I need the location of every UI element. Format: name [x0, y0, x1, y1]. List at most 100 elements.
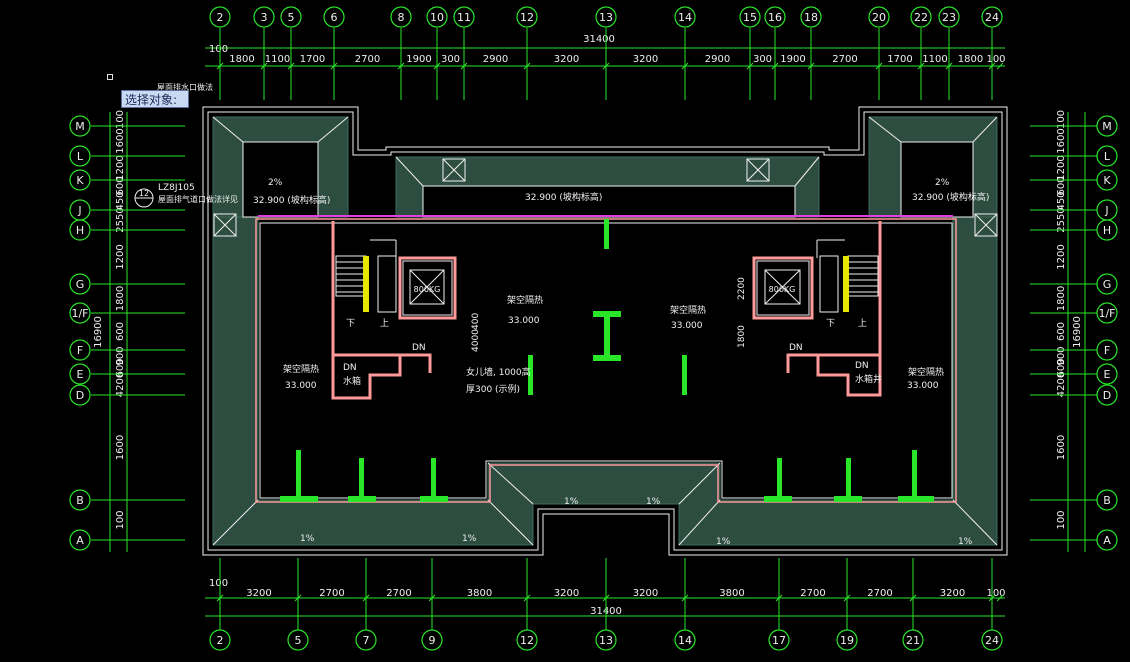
axis-right-B-bubble [1096, 489, 1118, 511]
right-dim-11: 4200 [1056, 372, 1067, 397]
top-dim-0: 1800 [229, 54, 254, 65]
stair-right-up: 上 [858, 318, 867, 329]
top-dim-5: 300 [441, 54, 460, 65]
pipe-left-label: DN [343, 363, 357, 373]
axis-left-L: L [77, 150, 84, 163]
axis-top-20-bubble [868, 6, 890, 28]
top-dim-1: 1100 [265, 54, 290, 65]
top-note: 屋面排水口做法 [157, 82, 213, 92]
left-dim-3: 600 [115, 176, 126, 195]
axis-top-5: 5 [288, 11, 295, 24]
axis-top-8-bubble [390, 6, 412, 28]
axis-top-2: 2 [217, 11, 224, 24]
bottom-dim-6: 3800 [719, 588, 744, 599]
top-dim-2: 1700 [300, 54, 325, 65]
axis-top-22-bubble [910, 6, 932, 28]
axis-top-12-bubble [516, 6, 538, 28]
plan-labels: 32.900 (坡构标高) 32.900 (坡构标高) 32.900 (坡构标高… [157, 82, 989, 547]
axis-right-L: L [1104, 150, 1111, 163]
axis-bottom-21: 21 [906, 634, 920, 647]
right-dim-2: 1200 [1056, 155, 1067, 180]
room-left-name: 架空隔热 [283, 363, 319, 375]
roof-elevation-left: 32.900 (坡构标高) [253, 194, 330, 206]
top-dim-16: 100 [986, 54, 1005, 65]
right-total-dimension: 16900 [1072, 316, 1083, 348]
top-total-dimension: 31400 [583, 34, 615, 45]
room-center-left-elevation: 33.000 [508, 316, 540, 326]
axis-top-11-bubble [453, 6, 475, 28]
pipe-left-2-label: DN [412, 343, 426, 353]
right-dim-13: 100 [1056, 510, 1067, 529]
right-dim-1: 1600 [1056, 128, 1067, 153]
structural-columns [280, 219, 934, 502]
axis-top-10: 10 [430, 11, 444, 24]
axis-left-1/F: 1/F [71, 307, 88, 320]
axis-bottom-13: 13 [599, 634, 613, 647]
axis-top-3-bubble [253, 6, 275, 28]
slope-bottom-2: 1% [646, 497, 661, 507]
axis-top-13-bubble [595, 6, 617, 28]
left-dim-1: 1600 [115, 128, 126, 153]
slope-bottom-3: 1% [300, 534, 315, 544]
axis-right-E-bubble [1096, 363, 1118, 385]
outer-parapet [202, 106, 1008, 556]
core-dimensions: 400 4000 2200 1800 [471, 277, 747, 352]
top-dim-10: 300 [753, 54, 772, 65]
axis-left-F: F [77, 344, 83, 357]
axis-bottom-7: 7 [363, 634, 370, 647]
axis-bottom-9: 9 [429, 634, 436, 647]
axis-left-G: G [76, 278, 85, 291]
axis-left-D-bubble [69, 384, 91, 406]
tank-right-label: 水箱井 [855, 373, 882, 385]
room-right-name: 架空隔热 [908, 366, 944, 378]
room-center-right-name: 架空隔热 [670, 304, 706, 316]
bottom-dim-9: 3200 [940, 588, 965, 599]
axis-right-M-bubble [1096, 115, 1118, 137]
detail-callout-number: 12 [139, 189, 149, 198]
top-dim-8: 3200 [633, 54, 658, 65]
axis-top-10-bubble [426, 6, 448, 28]
axis-right-D-bubble [1096, 384, 1118, 406]
core-dim-3: 2200 [737, 277, 747, 300]
axis-top-8: 8 [398, 11, 405, 24]
axis-left-E-bubble [69, 363, 91, 385]
detail-ref-code: LZ8J105 [158, 183, 195, 193]
bottom-dim-0: 3200 [246, 588, 271, 599]
axis-left-K: K [76, 174, 84, 187]
bottom-dimension-lines [205, 597, 1005, 617]
core-dim-4: 1800 [737, 325, 747, 348]
axis-top-23-bubble [938, 6, 960, 28]
bottom-dim-8: 2700 [867, 588, 892, 599]
axis-left-H-bubble [69, 219, 91, 241]
axis-bottom-13-bubble [595, 629, 617, 651]
axis-bottom-9-bubble [421, 629, 443, 651]
axis-left-G-bubble [69, 273, 91, 295]
axis-bottom-2: 2 [217, 634, 224, 647]
right-dim-0: 100 [1056, 110, 1067, 129]
axis-bottom-17: 17 [772, 634, 786, 647]
room-left-elevation: 33.000 [285, 381, 317, 391]
axis-right-E: E [1104, 368, 1111, 381]
room-center-left-name: 架空隔热 [507, 294, 543, 306]
axis-left-L-bubble [69, 145, 91, 167]
axis-bottom-2-bubble [209, 629, 231, 651]
left-core-walls [331, 221, 457, 400]
right-core-walls [752, 221, 882, 397]
detail-callout: 12 [134, 188, 154, 208]
room-right-elevation: 33.000 [907, 381, 939, 391]
main-floor-outline [255, 218, 957, 503]
top-dim-6: 2900 [483, 54, 508, 65]
axis-left-B: B [76, 494, 84, 507]
axis-right-1/F-bubble [1096, 302, 1118, 324]
axis-right-K: K [1103, 174, 1111, 187]
axis-right-H: H [1103, 224, 1111, 237]
axis-bottom-7-bubble [355, 629, 377, 651]
right-dim-3: 600 [1056, 176, 1067, 195]
axis-bottom-14-bubble [674, 629, 696, 651]
slope-bottom-6: 1% [958, 537, 973, 547]
left-dim-11: 4200 [115, 372, 126, 397]
top-dim-13: 1700 [887, 54, 912, 65]
